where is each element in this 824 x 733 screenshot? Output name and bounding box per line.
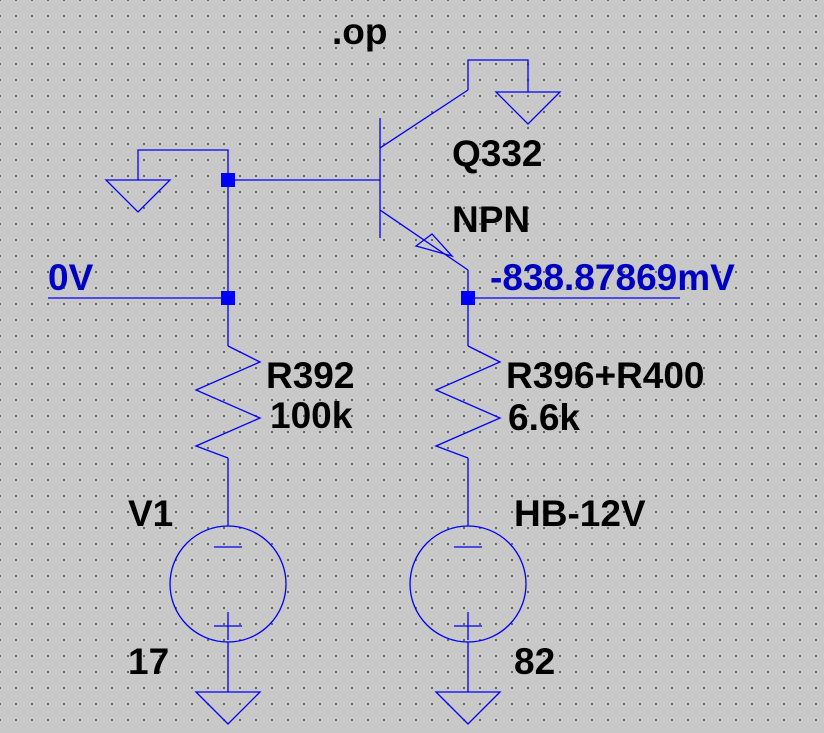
transistor-model[interactable]: NPN: [452, 199, 530, 240]
junction-node[interactable]: [461, 291, 475, 305]
resistor-r392-name[interactable]: R392: [266, 355, 354, 396]
resistor-r396-value[interactable]: 6.6k: [508, 397, 580, 438]
wire-collector: [467, 59, 529, 92]
resistor-r396-name[interactable]: R396+R400: [506, 355, 705, 396]
wire-ground-stub-left: [137, 149, 229, 180]
source-hb12v-name[interactable]: HB-12V: [514, 493, 646, 534]
ground-icon[interactable]: [104, 179, 172, 213]
npn-transistor-symbol[interactable]: [379, 89, 469, 271]
spice-directive-op[interactable]: .op: [332, 11, 387, 52]
voltage-source-hb12v-symbol[interactable]: [409, 525, 527, 643]
resistor-r392-value[interactable]: 100k: [270, 395, 353, 436]
source-hb12v-value[interactable]: 82: [514, 641, 555, 682]
ground-icon[interactable]: [494, 91, 562, 125]
resistor-r392-symbol[interactable]: [194, 345, 262, 459]
source-v1-value[interactable]: 17: [128, 641, 169, 682]
net-label-0v[interactable]: 0V: [48, 257, 94, 298]
right-branch-wires: [467, 270, 680, 692]
resistor-r396-symbol[interactable]: [434, 345, 502, 459]
transistor-name[interactable]: Q332: [452, 133, 543, 174]
junction-node[interactable]: [221, 291, 235, 305]
ground-icon[interactable]: [434, 691, 502, 725]
source-v1-name[interactable]: V1: [128, 493, 173, 534]
voltage-source-v1-symbol[interactable]: [169, 525, 287, 643]
ground-icon[interactable]: [194, 691, 262, 725]
left-branch-wires: [48, 149, 380, 692]
net-label-emitter-voltage[interactable]: -838.87869mV: [490, 257, 735, 298]
junction-node[interactable]: [221, 173, 235, 187]
